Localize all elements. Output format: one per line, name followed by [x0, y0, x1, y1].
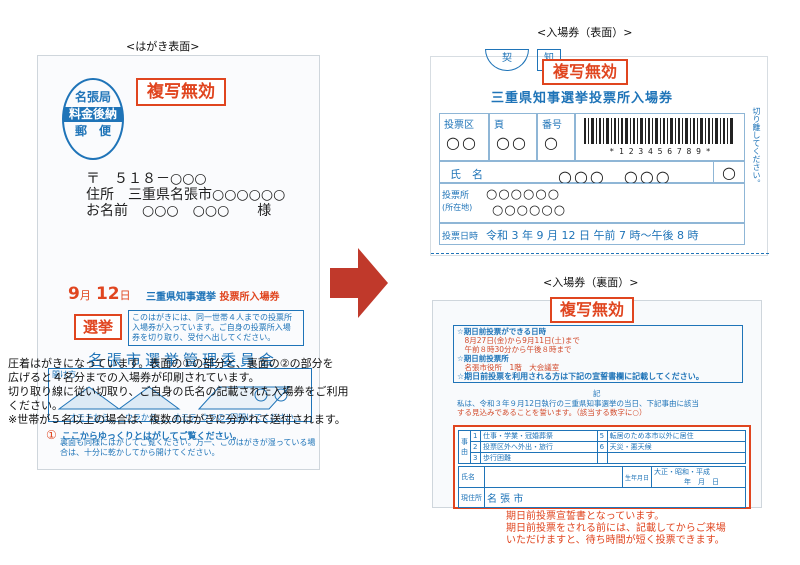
cut-line: [431, 253, 769, 254]
date-row: 投票日時 令和 3 年 9 月 12 日 午前 7 時～午後 8 時: [439, 223, 745, 245]
address: 住所 三重県名張市○○○○○○: [86, 187, 286, 203]
cut-line-side: 切り離してください。: [752, 107, 761, 187]
oath-notes: 期日前投票宣誓書となっています。 期日前投票をされる前には、記載してからご来場 …: [506, 511, 726, 546]
postcard-header: 三重県知事選挙 投票所入場券: [146, 292, 280, 303]
oath-text: 私は、令和３年９月12日執行の三重県知事選挙の当日、下記事由に該当 する見込みで…: [457, 399, 700, 417]
number-cell: 番号 ○: [537, 113, 575, 161]
peel-instruction: ① ここからゆっくりとはがしてご覧ください。: [46, 428, 242, 442]
extra-cell: ○: [713, 161, 745, 183]
place-row: 投票所(所在地) ○○○○○○○○○○○○: [439, 183, 745, 223]
precinct-cell: 投票区 ○○: [439, 113, 489, 161]
postage-seal: 名張局 料金後納 郵 便: [62, 78, 124, 160]
signer-table: 氏名 生年月日 大正・昭和・平成 年 月 日 現住所名 張 市: [458, 466, 746, 508]
notice-box: このはがきには、同一世帯４人までの投票所入場券が入っています。ご自身の投票所入場…: [128, 310, 304, 346]
copy-invalid-stamp: 複写無効: [136, 78, 226, 106]
ticket-front: 契 知 複写無効 三重県知事選挙投票所入場券 投票区 ○○ 頁 ○○ 番号 ○ …: [430, 49, 769, 256]
opening-diagram: [57, 386, 291, 410]
copy-invalid-stamp-front: 複写無効: [542, 59, 628, 85]
early-vote-info: ☆期日前投票ができる日時 8月27日(金)から9月11日(土)まで 午前８時30…: [453, 325, 743, 383]
senkyo-label: 選挙: [74, 314, 122, 340]
zip-code: 〒 ５１８－○○○: [86, 171, 207, 187]
ticket-back: 複写無効 ☆期日前投票ができる日時 8月27日(金)から9月11日(土)まで 午…: [432, 297, 762, 509]
committee-name: 名張市選挙管理委員会: [88, 351, 279, 369]
copy-invalid-stamp-back: 複写無効: [550, 297, 634, 323]
ticket-front-caption: <入場券（表面）>: [537, 26, 633, 39]
peel-note: 裏面も同様にはがしてご覧ください。万一、このはがきが湿っている場合は、十分に乾か…: [60, 438, 316, 457]
postcard-caption: <はがき表面>: [126, 40, 200, 53]
barcode-cell: * 1 2 3 4 5 6 7 8 9 *: [575, 113, 745, 161]
vote-date: 9月 12日: [68, 284, 131, 304]
page-cell: 頁 ○○: [489, 113, 537, 161]
recipient-name: お名前 ○○○ ○○○ 様: [86, 203, 272, 219]
barcode-text: * 1 2 3 4 5 6 7 8 9 *: [609, 147, 711, 156]
ticket-title: 三重県知事選挙投票所入場券: [491, 91, 674, 106]
right-arrow-icon: [330, 248, 388, 318]
ki-label: 記: [593, 389, 601, 398]
opening-instructions: 開け方 オモテから ウラから オモテ･ウラの2回開けてください。: [48, 368, 312, 422]
ticket-back-caption: <入場券（裏面）>: [543, 276, 639, 289]
postcard-front: 名張局 料金後納 郵 便 複写無効 〒 ５１８－○○○ 住所 三重県名張市○○○…: [37, 55, 320, 470]
barcode-icon: [584, 118, 733, 144]
tab-kei: 契: [485, 49, 529, 71]
explanation-notes: 圧着はがきになっています。表面の①の部分と、裏面の②の部分を 広げると４名分まで…: [8, 357, 349, 426]
name-row: 氏 名 ○○○ ○○○: [439, 161, 745, 186]
